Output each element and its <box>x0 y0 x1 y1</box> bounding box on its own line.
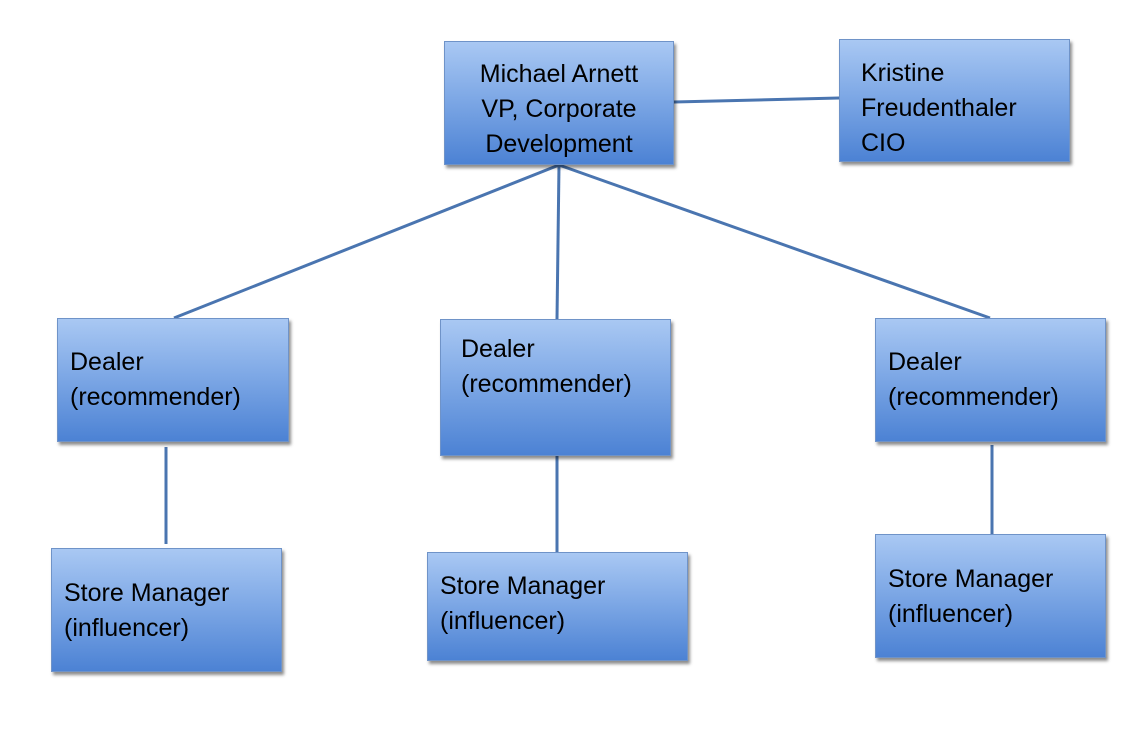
node-line: VP, Corporate <box>481 95 637 123</box>
connector-michael-dealer-2 <box>555 164 561 320</box>
connector-michael-kristine <box>673 96 840 104</box>
node-line: (recommender) <box>461 370 632 398</box>
node-line: (influencer) <box>888 600 1014 628</box>
node-store-manager-middle: Store Manager (influencer) <box>427 552 688 661</box>
node-line: Store Manager <box>64 579 230 607</box>
node-line: Dealer <box>888 348 962 376</box>
node-kristine-freudenthaler: Kristine Freudenthaler CIO <box>839 39 1070 162</box>
connector-michael-dealer-3 <box>558 163 991 320</box>
node-dealer-right: Dealer (recommender) <box>875 318 1106 442</box>
node-line: (recommender) <box>888 383 1059 411</box>
node-line: Store Manager <box>440 572 606 600</box>
node-store-manager-right: Store Manager (influencer) <box>875 534 1106 658</box>
node-line: CIO <box>861 129 906 157</box>
node-michael-arnett: Michael Arnett VP, Corporate Development <box>444 41 674 165</box>
node-line: Freudenthaler <box>861 94 1017 122</box>
node-dealer-middle: Dealer (recommender) <box>440 319 671 456</box>
node-line: (influencer) <box>64 614 190 642</box>
node-dealer-left: Dealer (recommender) <box>57 318 289 442</box>
node-line: Store Manager <box>888 565 1054 593</box>
node-line: Development <box>485 130 633 158</box>
connector-michael-dealer-1 <box>173 163 560 320</box>
node-line: Dealer <box>461 335 535 363</box>
node-line: Dealer <box>70 348 144 376</box>
node-line: (influencer) <box>440 607 566 635</box>
node-store-manager-left: Store Manager (influencer) <box>51 548 282 672</box>
node-line: Kristine <box>861 59 945 87</box>
node-line: Michael Arnett <box>479 60 639 88</box>
node-line: (recommender) <box>70 383 241 411</box>
